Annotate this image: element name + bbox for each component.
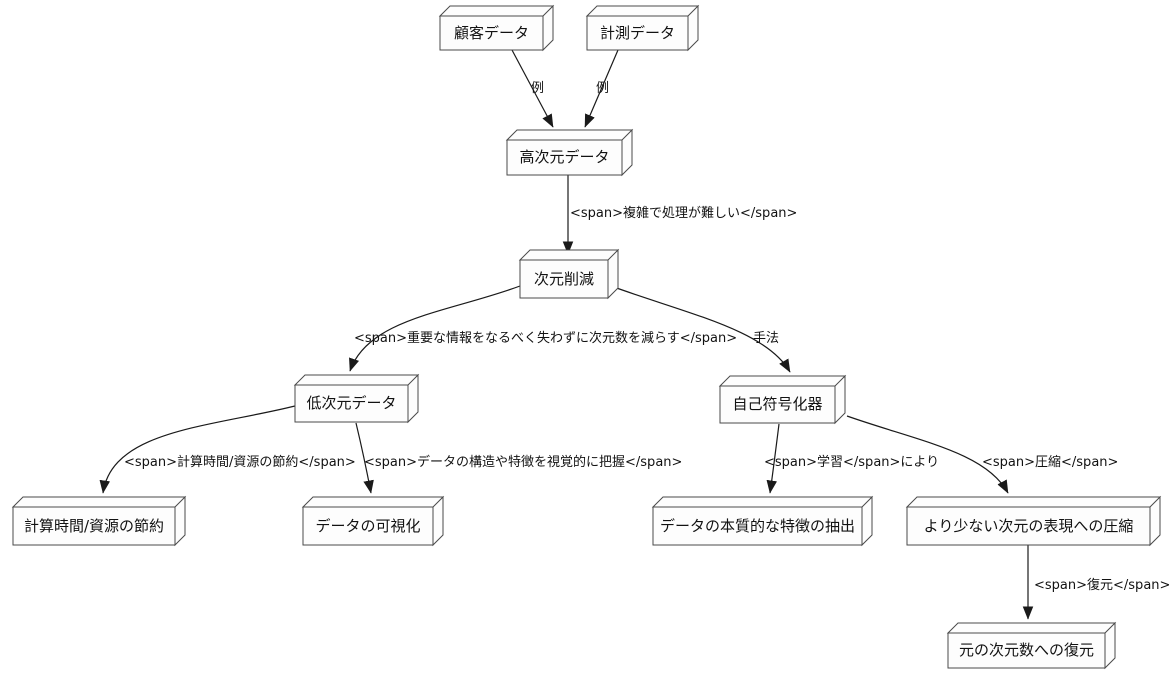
- edge-label-restore: <span>復元</span>: [1034, 578, 1171, 593]
- edge-customer-to-highdim: [511, 49, 554, 128]
- node-box-feature-extraction: [651, 495, 874, 547]
- node-restoration: 元の次元数への復元: [958, 641, 1094, 659]
- node-box-measurement-data: [585, 4, 700, 52]
- edge-lowdim-to-visualization: [355, 422, 374, 494]
- edge-label-savings: <span>計算時間/資源の節約</span>: [124, 455, 356, 470]
- edge-label-compress: <span>圧縮</span>: [982, 455, 1119, 470]
- node-compression: より少ない次元の表現への圧縮: [923, 516, 1134, 535]
- node-visualization: データの可視化: [315, 516, 421, 535]
- edge-label-example-left: 例: [531, 81, 545, 96]
- node-measurement-data: 計測データ: [599, 23, 675, 42]
- edge-lowdim-to-savings: [99, 405, 296, 494]
- edge-dimreduction-to-autoencoder: [610, 285, 791, 373]
- edge-label-learning: <span>学習</span>により: [764, 455, 940, 470]
- node-box-autoencoder: [718, 374, 847, 425]
- node-compute-savings: 計算時間/資源の節約: [23, 516, 165, 535]
- node-dim-reduction: 次元削減: [533, 269, 594, 288]
- edge-dimreduction-to-lowdim: [349, 285, 521, 372]
- edge-autoencoder-to-compression: [846, 415, 1009, 494]
- edge-label-reduce: <span>重要な情報をなるべく失わずに次元数を減らす</span>: [354, 331, 738, 346]
- node-box-low-dim-data: [293, 373, 420, 424]
- edge-autoencoder-to-extraction: [766, 423, 780, 494]
- node-box-customer-data: [438, 4, 555, 52]
- node-high-dim-data: 高次元データ: [519, 148, 610, 166]
- edge-label-complex: <span>複雑で処理が難しい</span>: [570, 206, 798, 221]
- edge-label-visual: <span>データの構造や特徴を視覚的に把握</span>: [364, 455, 683, 470]
- node-box-restoration: [946, 621, 1117, 670]
- node-box-high-dim-data: [505, 128, 634, 177]
- node-customer-data: 顧客データ: [453, 23, 529, 42]
- edge-measurement-to-highdim: [584, 49, 619, 128]
- node-box-visualization: [301, 495, 445, 547]
- node-low-dim-data: 低次元データ: [306, 394, 397, 412]
- node-feature-extraction: データの本質的な特徴の抽出: [659, 516, 855, 535]
- node-box-compute-savings: [11, 495, 187, 547]
- node-box-dim-reduction: [518, 248, 620, 300]
- edge-label-method: 手法: [753, 331, 780, 346]
- edge-label-example-right: 例: [596, 81, 610, 96]
- node-autoencoder: 自己符号化器: [732, 395, 823, 413]
- node-box-compression: [905, 495, 1162, 547]
